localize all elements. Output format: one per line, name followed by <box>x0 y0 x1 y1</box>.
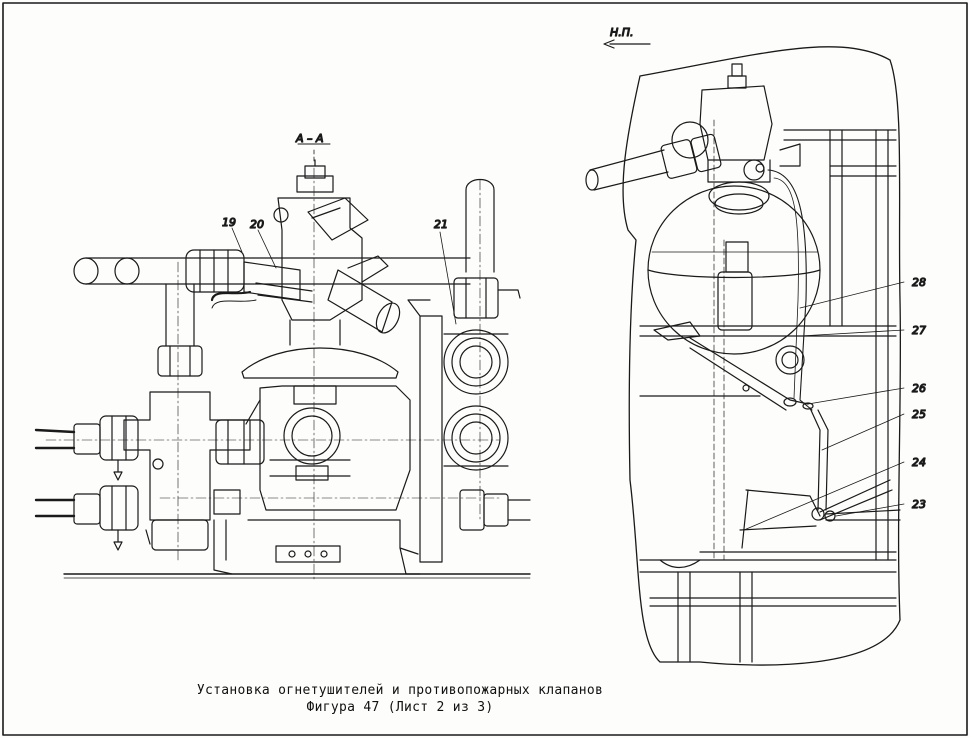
part-label-19: 19 <box>222 216 236 229</box>
part-label-20: 20 <box>250 218 264 231</box>
part-label-21: 21 <box>434 218 448 231</box>
direction-label: Н.П. <box>610 26 634 39</box>
part-label-26: 26 <box>912 382 926 395</box>
figure-number: Фигура 47 (Лист 2 из 3) <box>306 700 494 715</box>
part-label-27: 27 <box>912 324 926 337</box>
part-label-24: 24 <box>912 456 926 469</box>
top-view <box>585 39 905 666</box>
drawing-title: Установка огнетушителей и противопожарны… <box>196 683 604 698</box>
section-view-a-a <box>34 143 531 581</box>
section-label: А – А <box>295 132 324 145</box>
part-label-23: 23 <box>912 498 926 511</box>
part-label-28: 28 <box>912 276 926 289</box>
part-label-25: 25 <box>912 408 926 421</box>
